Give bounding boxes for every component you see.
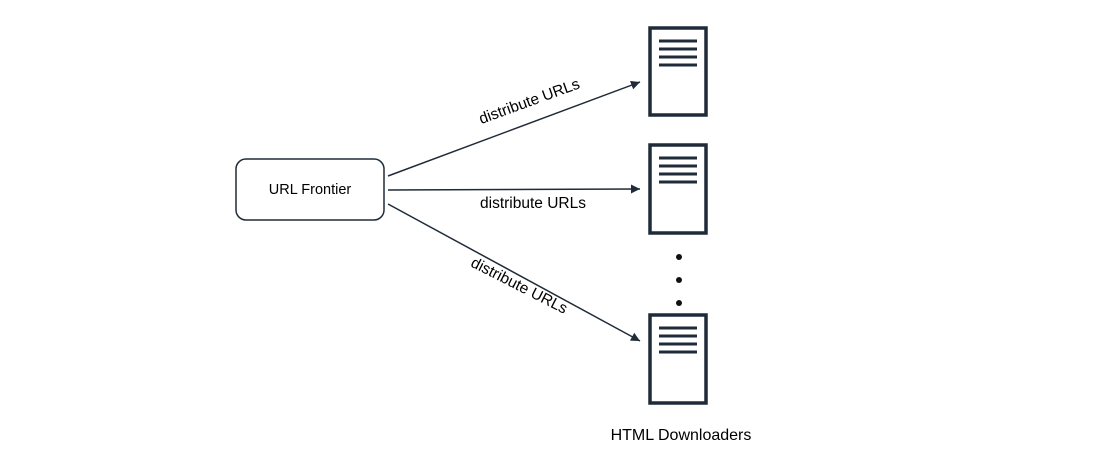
ellipsis-dots: [676, 254, 682, 306]
edge-distribute-bottom: distribute URLs: [387, 203, 641, 342]
html-downloaders-label: HTML Downloaders: [611, 427, 752, 444]
edge-label-bottom: distribute URLs: [468, 254, 570, 317]
arrow-bottom: [387, 203, 641, 342]
server-icon: [648, 26, 708, 117]
server-icon: [648, 313, 708, 405]
server-icon: [648, 143, 708, 235]
edge-distribute-top: distribute URLs: [387, 76, 641, 177]
url-frontier-node: URL Frontier: [235, 158, 385, 221]
server-body: [648, 313, 708, 405]
url-frontier-label: URL Frontier: [269, 182, 352, 198]
edge-distribute-middle: distribute URLs: [387, 184, 641, 212]
arrow-middle: [387, 184, 641, 194]
arrow-top: [387, 80, 641, 177]
edge-label-middle: distribute URLs: [480, 195, 586, 212]
edge-label-top: distribute URLs: [477, 76, 583, 128]
server-body: [648, 143, 708, 235]
url-frontier-box: [235, 158, 385, 221]
